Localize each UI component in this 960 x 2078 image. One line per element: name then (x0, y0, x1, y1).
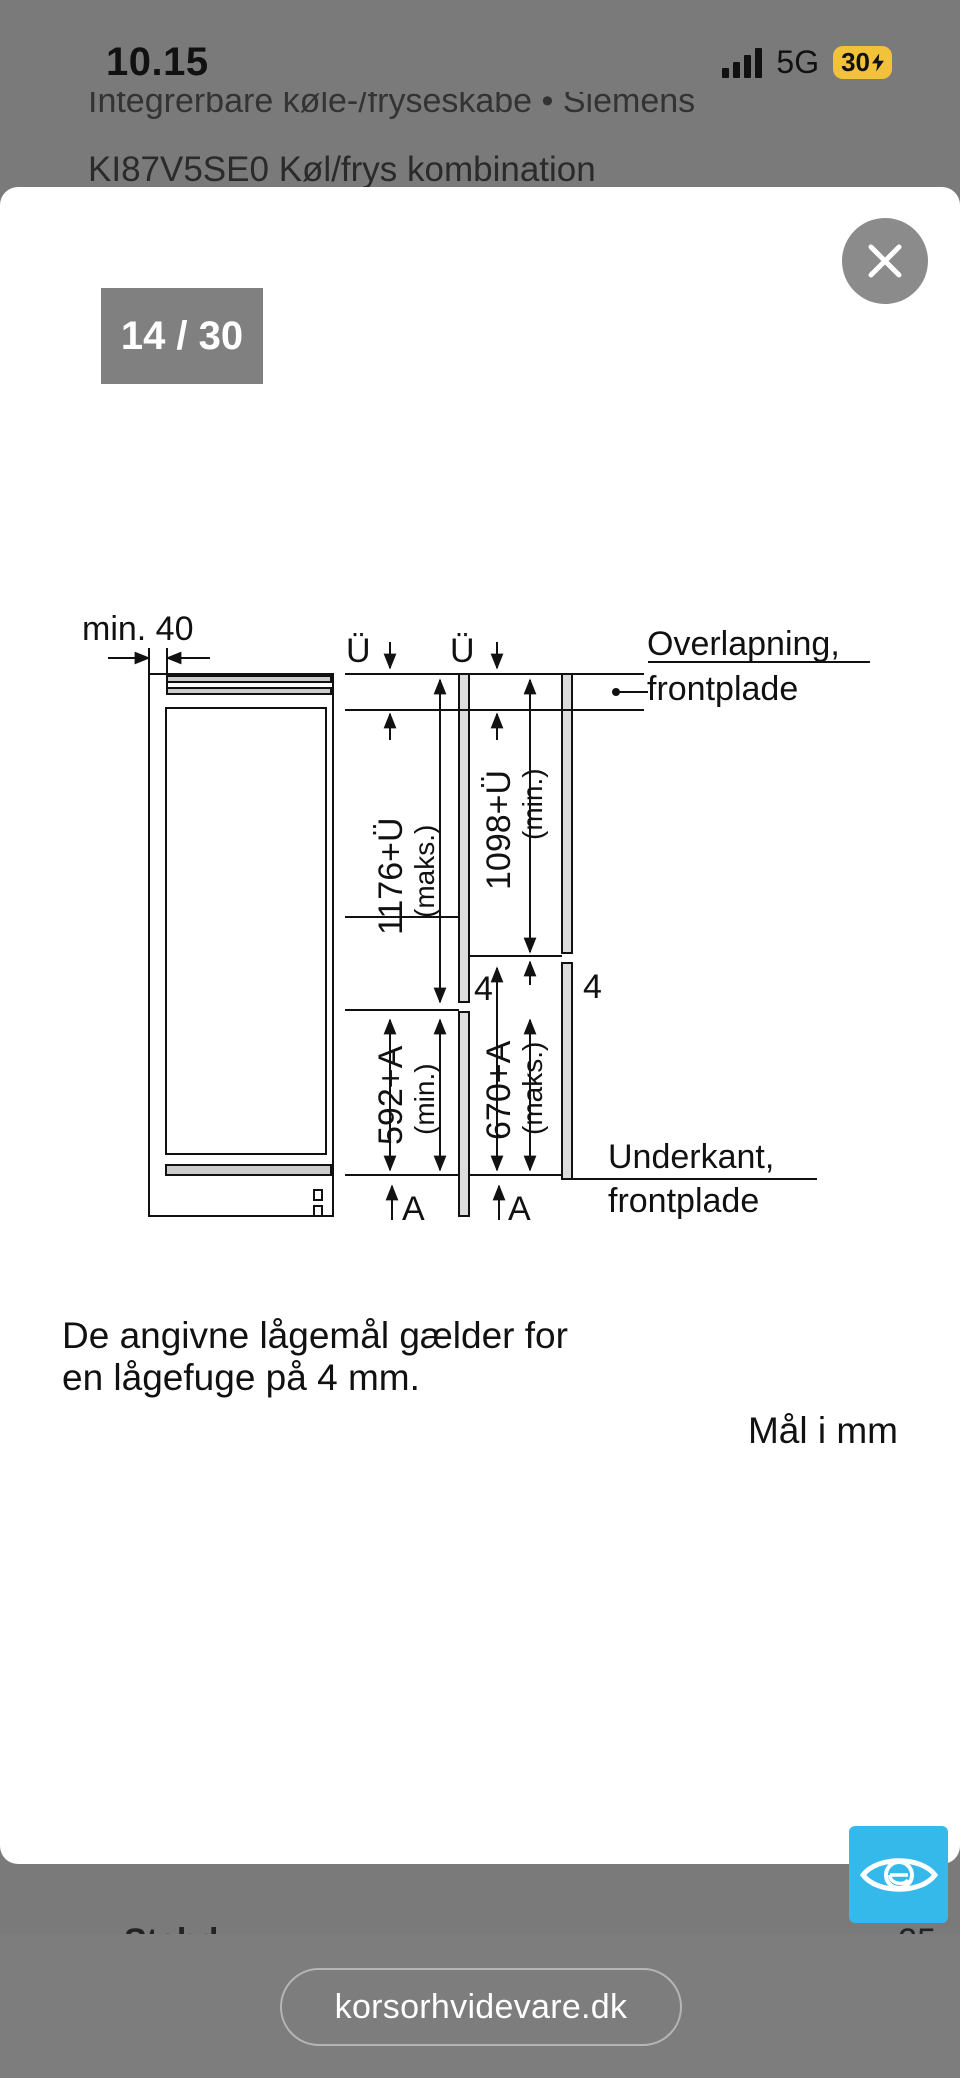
lower-front-panel-1 (458, 1011, 470, 1217)
a-label-1: A (402, 1190, 425, 1228)
dim-670-label: 670+A (480, 1040, 518, 1140)
maks-label-2: (maks.) (517, 1042, 548, 1135)
door-gap-note: De angivne lågemål gælder for en lågefug… (62, 1315, 568, 1398)
installation-diagram: min. 40 Ü Ü Overlapning, frontplade 4 Un… (82, 610, 870, 1228)
breadcrumb: Integrerbare køle-/fryseskabe • Siemens (88, 92, 696, 120)
min-40-label: min. 40 (82, 610, 194, 648)
network-type: 5G (776, 44, 820, 80)
section-heading-partial: Stehd (124, 1922, 218, 1936)
image-counter: 14 / 30 (101, 288, 263, 384)
status-indicators: 5G 30 (722, 44, 892, 81)
browser-toolbar (0, 1934, 960, 2078)
overlap-label-line1: Overlapning, (647, 625, 840, 663)
accessibility-button[interactable] (849, 1826, 948, 1923)
close-icon (868, 244, 902, 278)
min-label-2: (min.) (409, 1063, 440, 1135)
eye-e-icon (859, 1857, 938, 1892)
charging-bolt-icon (872, 53, 884, 72)
min-label-1: (min.) (517, 768, 548, 840)
gap-4-right: 4 (583, 968, 602, 1006)
battery-icon: 30 (833, 46, 892, 79)
u-label-2: Ü (450, 632, 475, 670)
section-value-partial: 25 (898, 1922, 936, 1936)
maks-label-1: (maks.) (409, 825, 440, 918)
u-label-1: Ü (346, 632, 371, 670)
image-gallery-modal (0, 187, 960, 1864)
product-title: KI87V5SE0 Køl/frys kombination (88, 150, 596, 189)
battery-level: 30 (841, 47, 870, 77)
upper-front-panel-1 (458, 673, 470, 1003)
underkant-label-line1: Underkant, (608, 1138, 774, 1176)
underkant-label-line2: frontplade (608, 1182, 759, 1220)
unit-label: Mål i mm (747, 1410, 898, 1451)
signal-icon (722, 47, 763, 78)
dim-1176-label: 1176+Ü (372, 817, 410, 935)
overlap-label-line2: frontplade (647, 670, 798, 708)
status-bar: 10.15 5G 30 (0, 0, 960, 115)
upper-front-panel-2 (561, 673, 573, 954)
lower-front-panel-2 (561, 962, 573, 1180)
a-label-2: A (508, 1190, 531, 1228)
close-button[interactable] (842, 218, 928, 304)
dim-1098-label: 1098+Ü (480, 770, 518, 890)
url-bar[interactable]: korsorhvidevare.dk (280, 1968, 682, 2046)
dim-592-label: 592+A (372, 1045, 410, 1145)
gap-4-left: 4 (474, 970, 493, 1008)
cabinet-outline (148, 673, 334, 1217)
status-time: 10.15 (106, 40, 209, 84)
